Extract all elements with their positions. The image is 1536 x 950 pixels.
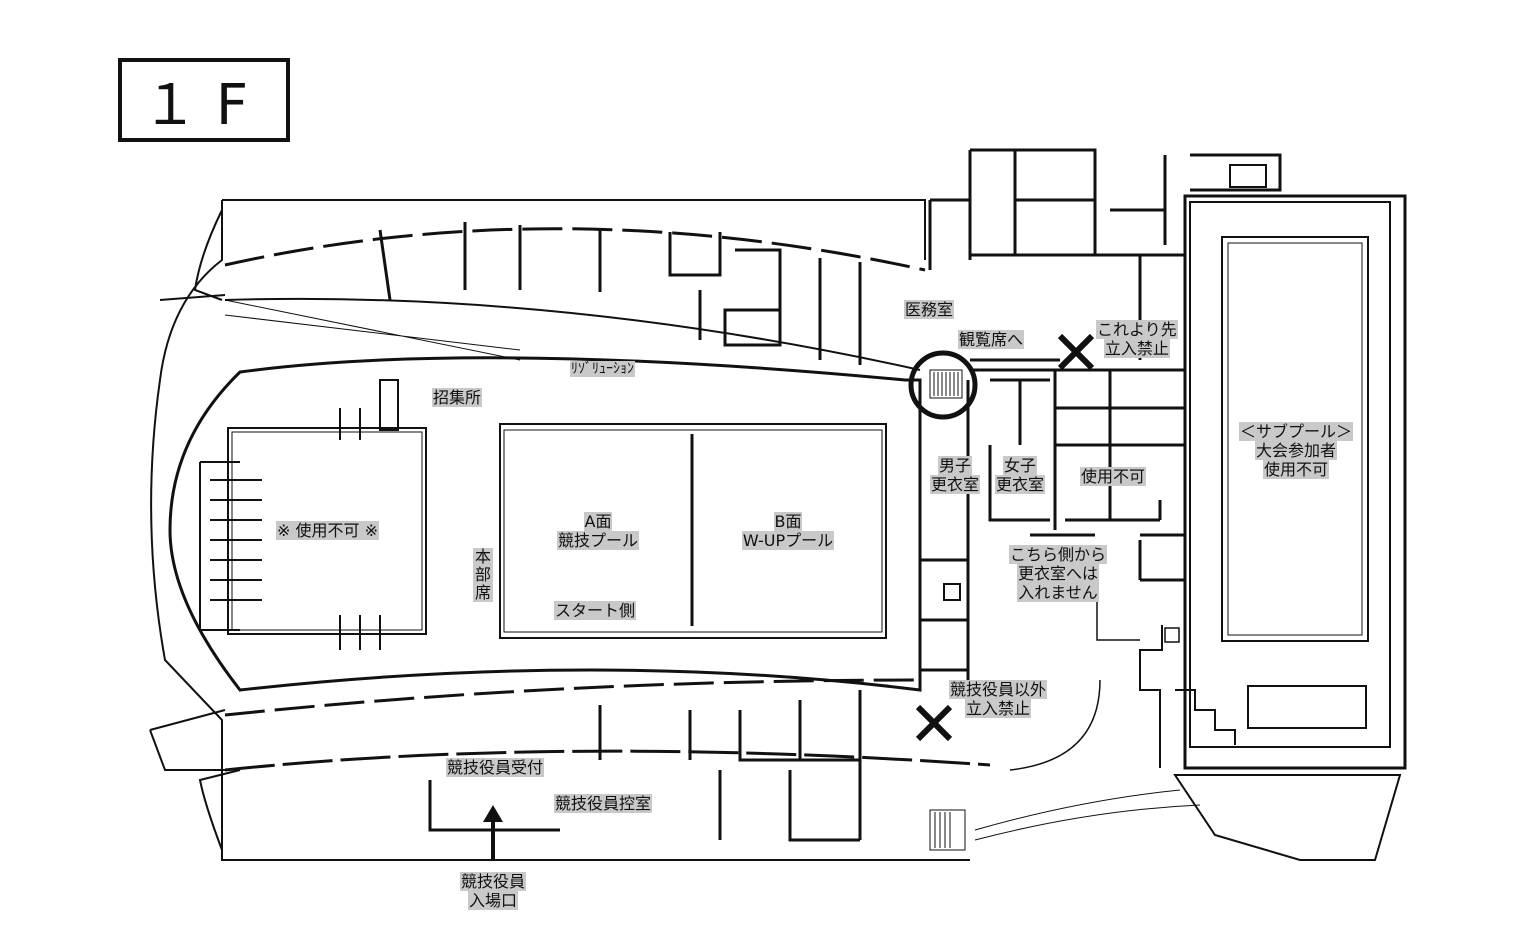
label-locker-note: こちら側から更衣室へは入れません xyxy=(1008,545,1107,602)
label-start-side: スタート側 xyxy=(554,601,637,620)
label-unusable-right: 使用不可 xyxy=(1080,467,1147,486)
label-pool-a: A面競技プール xyxy=(556,512,639,550)
x-mark-icon xyxy=(915,704,953,742)
circle-icon xyxy=(908,350,978,420)
label-unusable-left: ※ 使用不可 ※ xyxy=(276,521,379,540)
label-call-room: 招集所 xyxy=(432,388,483,407)
arrow-up-icon xyxy=(483,805,503,860)
label-officials-waiting: 競技役員控室 xyxy=(554,794,653,813)
upper-corridor xyxy=(224,227,926,272)
label-to-spectator-seats: 観覧席へ xyxy=(958,330,1025,349)
floor-label: １F xyxy=(118,58,290,142)
sub-pool xyxy=(1221,236,1369,642)
main-pool-inner xyxy=(503,429,883,633)
x-mark-icon xyxy=(1057,333,1095,371)
label-headquarters: 本部席 xyxy=(473,547,493,602)
stairs xyxy=(929,369,966,851)
upper-corridor-inner xyxy=(224,297,921,371)
label-medical-room: 医務室 xyxy=(904,300,955,319)
arena-inner-wall xyxy=(168,356,922,692)
label-officials-reception: 競技役員受付 xyxy=(446,758,545,777)
sub-pool-building xyxy=(1183,194,1407,770)
label-resolution: ﾘｿﾞﾘｭｰｼｮﾝ xyxy=(570,361,635,377)
label-officials-only: 競技役員以外立入禁止 xyxy=(948,680,1047,718)
label-mens-locker: 男子更衣室 xyxy=(930,456,981,494)
label-no-entry-top: これより先立入禁止 xyxy=(1096,320,1178,358)
label-sub-pool: ＜サブプール＞大会参加者使用不可 xyxy=(1238,422,1353,479)
label-womens-locker: 女子更衣室 xyxy=(995,456,1046,494)
building-outline xyxy=(150,199,970,861)
label-officials-entrance: 競技役員入場口 xyxy=(459,872,526,910)
main-pool-outer xyxy=(499,423,887,639)
starting-blocks xyxy=(199,379,399,650)
lower-corridor xyxy=(224,678,921,717)
lower-corridor-outer xyxy=(224,749,991,772)
diving-pool xyxy=(227,427,427,635)
